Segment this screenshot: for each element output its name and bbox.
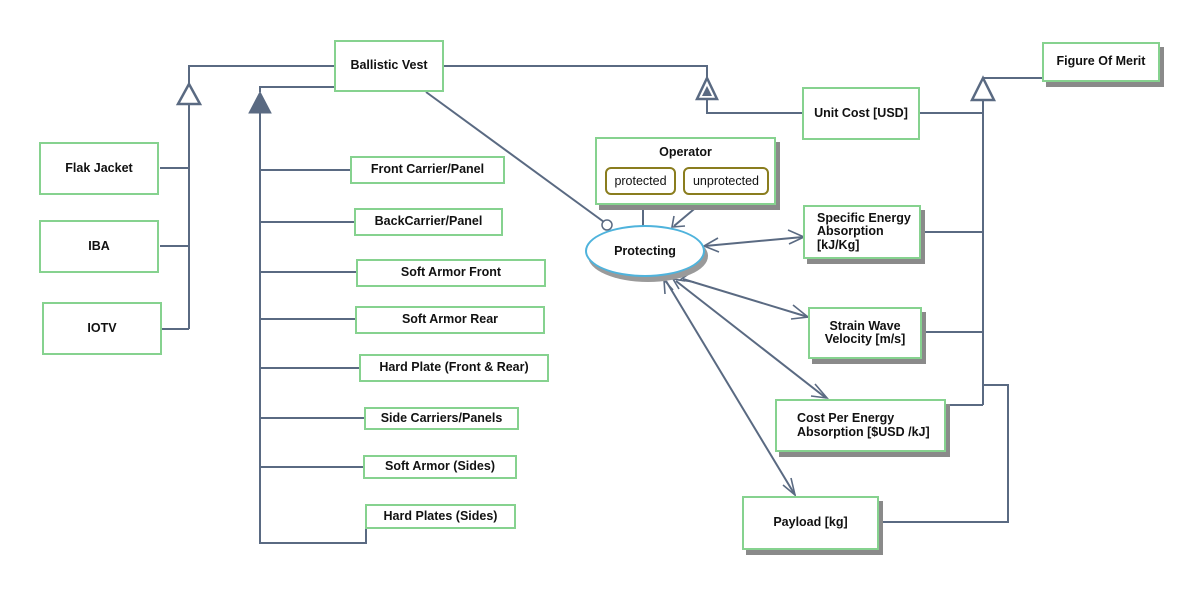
link-protecting-strain-wave [682,278,809,318]
generalization-line-vest-subtypes [188,65,335,84]
block-specific-energy-absorption[interactable]: Specific Energy Absorption [kJ/Kg] [803,205,921,259]
part-block[interactable]: Front Carrier/Panel [350,156,505,184]
part-block[interactable]: Soft Armor (Sides) [363,455,517,479]
arrowhead-protecting-cpe-icon [671,277,686,290]
block-cost-per-energy-absorption[interactable]: Cost Per Energy Absorption [$USD /kJ] [775,399,946,452]
link-protecting-payload [665,280,796,496]
composition-arrowhead-icon [248,90,272,114]
composition-line-vest [259,86,335,92]
composition-trunk [259,113,367,544]
operator-block[interactable]: Operator protected unprotected [595,137,776,205]
block-payload[interactable]: Payload [kg] [742,496,879,550]
block-flak-jacket[interactable]: Flak Jacket [39,142,159,195]
block-unit-cost[interactable]: Unit Cost [USD] [802,87,920,140]
association-vest-protecting [425,91,605,223]
block-iotv[interactable]: IOTV [42,302,162,355]
realization-inner-icon [702,86,712,96]
fom-connector-payload [879,384,1009,523]
realization-line-vest-unitcost [444,65,708,78]
arrowhead-cost-per-energy-icon [810,383,829,400]
block-iba[interactable]: IBA [39,220,159,273]
usecase-protecting[interactable]: Protecting [585,225,705,277]
part-block[interactable]: Hard Plates (Sides) [365,504,516,529]
block-strain-wave-velocity[interactable]: Strain Wave Velocity [m/s] [808,307,922,359]
part-block[interactable]: Hard Plate (Front & Rear) [359,354,549,382]
operator-title: Operator [659,145,712,159]
arrowhead-protecting-payload-icon [663,277,674,295]
block-figure-of-merit[interactable]: Figure Of Merit [1042,42,1160,82]
block-ballistic-vest[interactable]: Ballistic Vest [334,40,444,92]
state-protected[interactable]: protected [605,167,676,195]
arrowhead-payload-icon [782,477,797,498]
part-block[interactable]: Side Carriers/Panels [364,407,519,430]
generalization-arrowhead-icon [175,81,203,106]
link-protecting-specific-energy [704,236,804,247]
link-protecting-cost-per-energy [675,280,827,399]
fom-generalization-arrowhead-icon [969,75,997,102]
part-block[interactable]: Soft Armor Front [356,259,546,287]
part-block[interactable]: Soft Armor Rear [355,306,545,334]
part-block[interactable]: BackCarrier/Panel [354,208,503,236]
realization-line-unitcost [706,100,803,114]
state-unprotected[interactable]: unprotected [683,167,769,195]
